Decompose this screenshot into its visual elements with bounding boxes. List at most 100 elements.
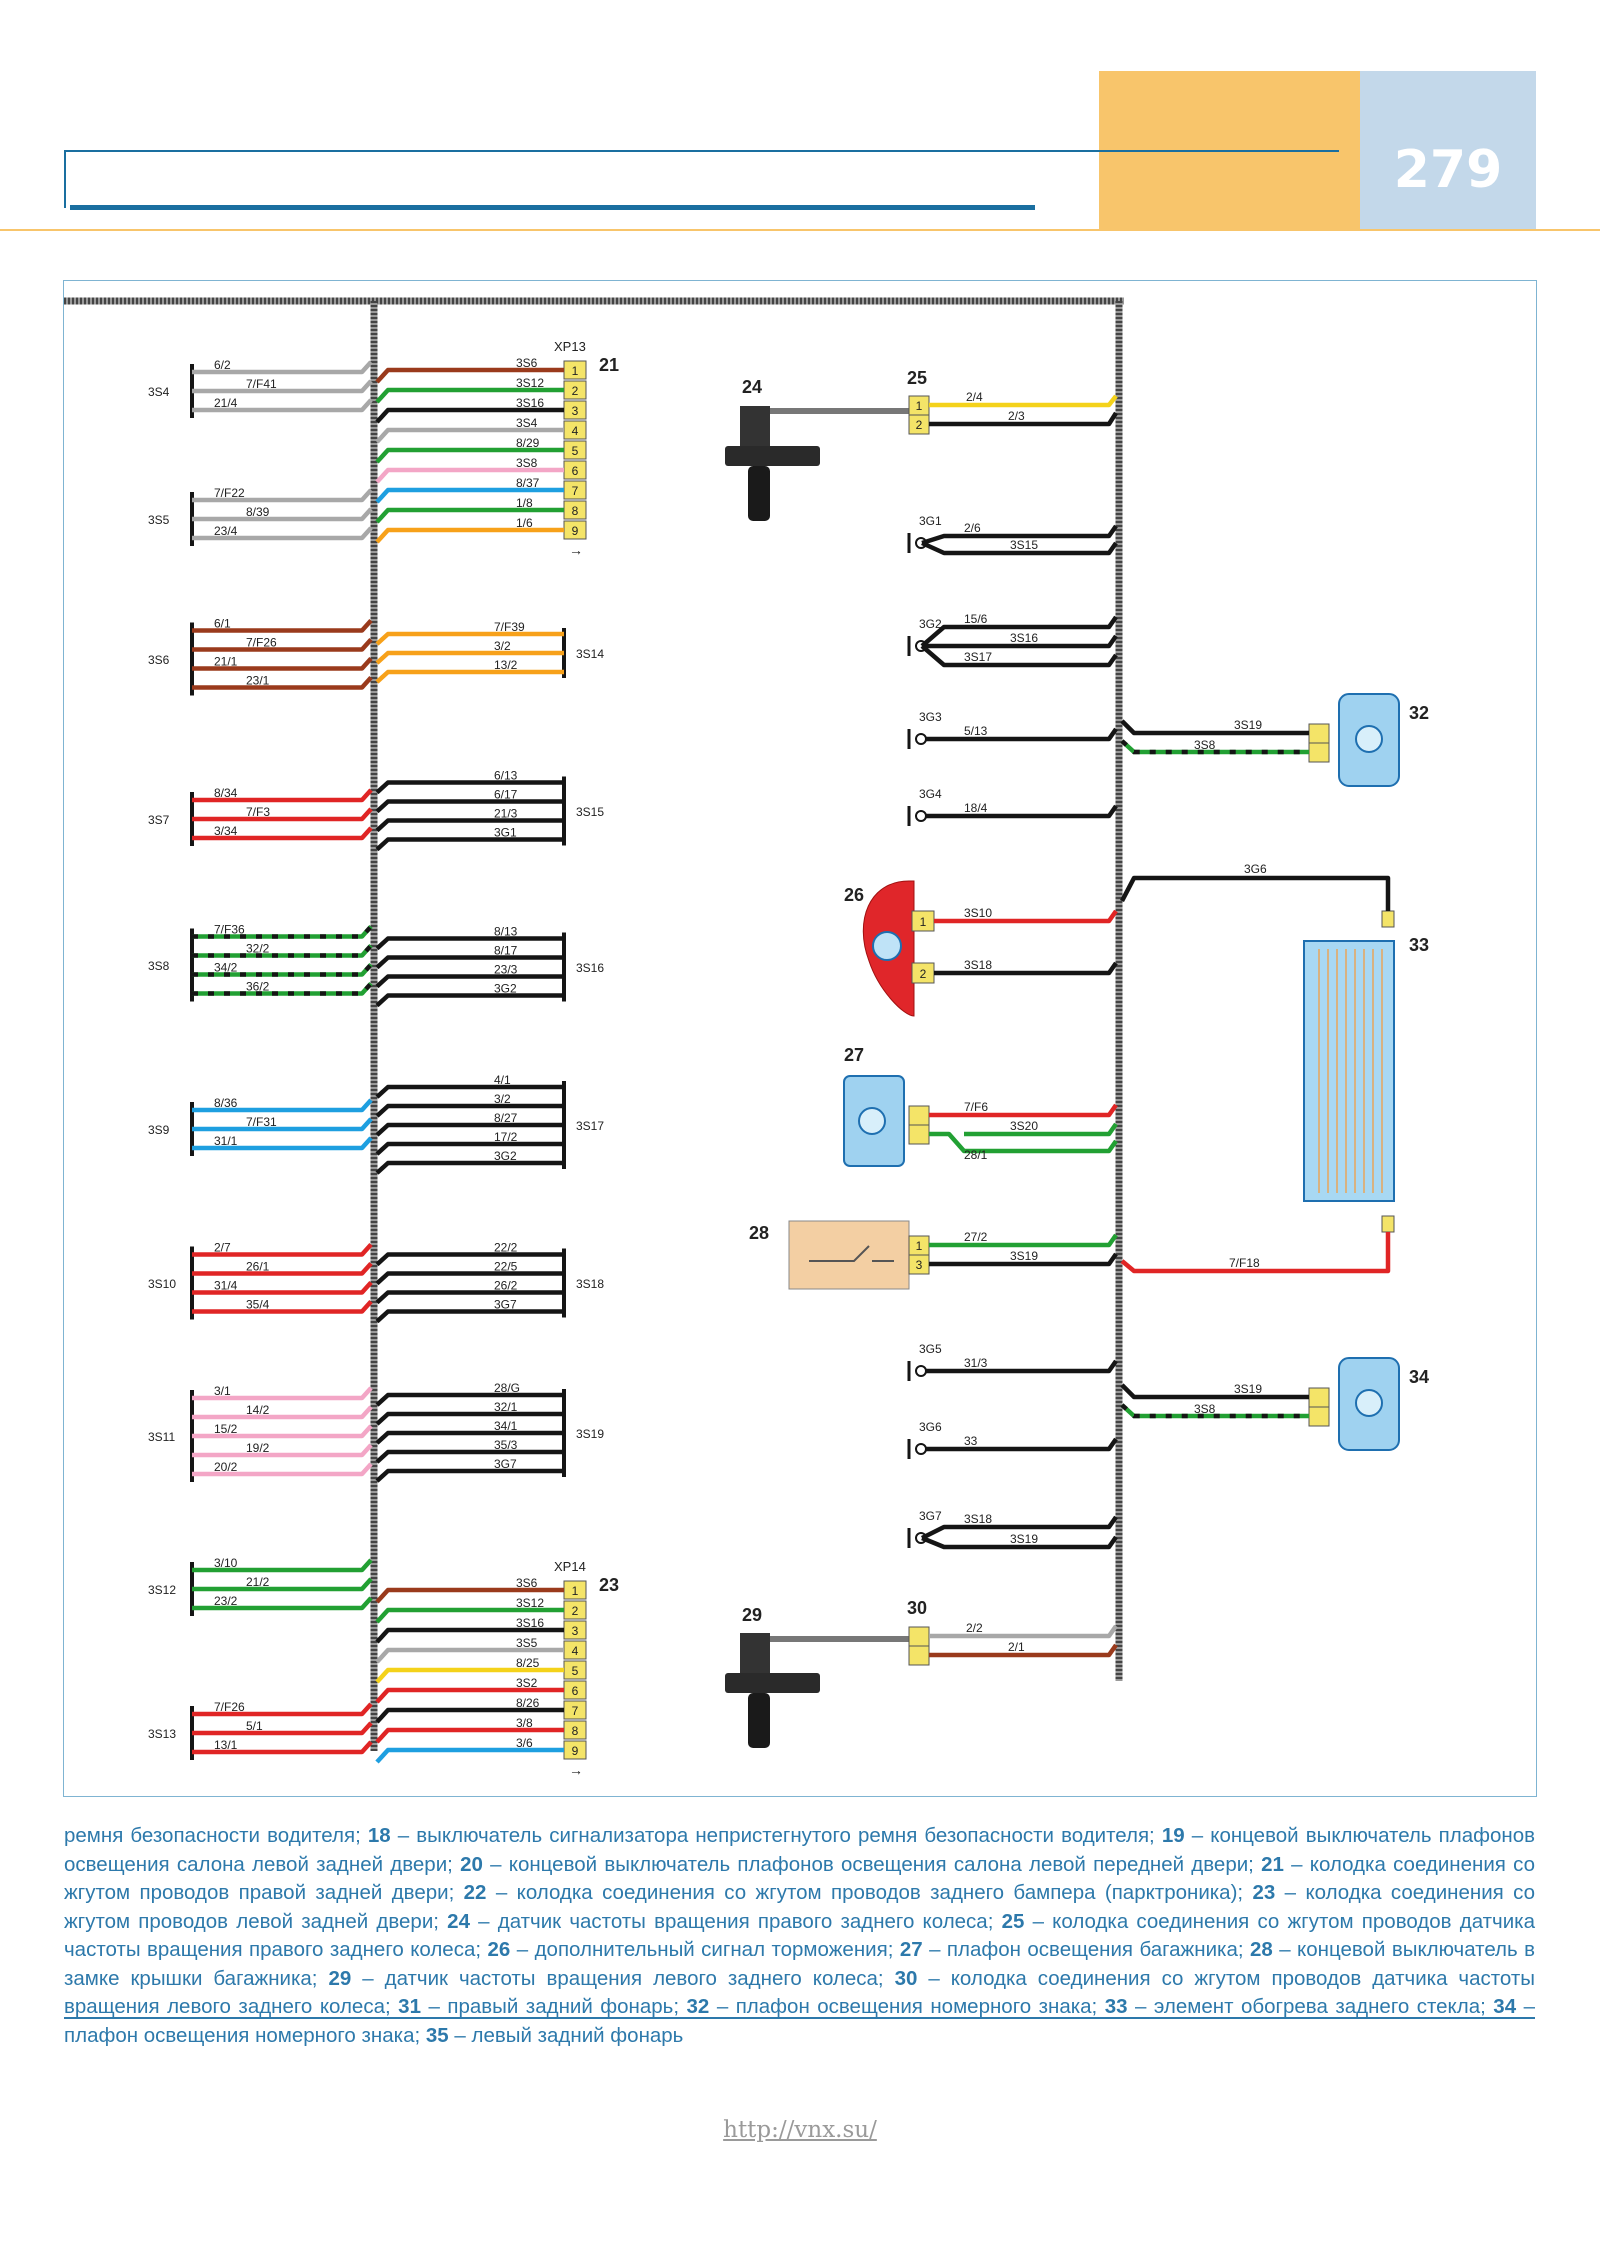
wire-label: 3/34	[214, 824, 238, 838]
header-rule-vertical	[64, 150, 66, 208]
caption-ref-number: 24	[447, 1909, 470, 1933]
connector-wire	[375, 1687, 564, 1704]
caption-ref-number: 33	[1104, 1995, 1128, 2018]
wire-label: 3/8	[516, 1716, 533, 1730]
wire-label: 8/13	[494, 925, 518, 939]
component-number: 26	[844, 885, 864, 905]
splice-wire	[192, 1443, 373, 1458]
speed-sensor-left-shaft	[748, 1693, 770, 1748]
wire-label: 3S4	[516, 416, 538, 430]
wire-label: 35/4	[246, 1298, 270, 1312]
splice-wire	[192, 1558, 373, 1573]
splice-wire	[192, 1721, 373, 1736]
wire	[934, 909, 1118, 924]
arrow-icon: →	[569, 542, 583, 558]
connector-wire	[375, 1587, 564, 1604]
splice-wire	[192, 526, 373, 541]
caption-ref-number: 29	[328, 1966, 352, 1990]
connector-wire	[375, 447, 564, 464]
splice-label: 3S8	[148, 959, 170, 973]
splice-label: 3S9	[148, 1123, 170, 1137]
pin-number: 7	[572, 1704, 579, 1718]
speed-sensor-left-flange	[725, 1673, 820, 1693]
splice-wire	[375, 799, 564, 814]
wire-label: 8/29	[516, 436, 540, 450]
caption-ref-number: 22	[463, 1881, 487, 1904]
connector-pin	[1381, 910, 1395, 928]
splice-label: 3S19	[576, 1427, 604, 1441]
caption-text: – колодка соединения со жгутом проводов …	[64, 1881, 1536, 1933]
connector-pin	[908, 1645, 930, 1666]
splice-label: 3S7	[148, 813, 170, 827]
splice-wire	[192, 379, 373, 394]
wire-label: 6/13	[494, 769, 518, 783]
connector-pin	[1308, 1387, 1330, 1408]
caption-ref-number: 30	[894, 1966, 918, 1990]
wire-label: 15/2	[214, 1422, 238, 1436]
pin-number: 5	[572, 444, 579, 458]
splice-wire	[375, 993, 564, 1008]
wire-label: 22/5	[494, 1260, 518, 1274]
wire-label: 23/3	[494, 963, 518, 977]
wire-label: 3/10	[214, 1556, 238, 1570]
switch-contact-icon	[809, 1245, 894, 1262]
connector-wire	[375, 1727, 564, 1744]
splice-label: 3S12	[148, 1583, 176, 1597]
wire-label: 3S8	[1194, 738, 1216, 752]
connector-wire	[375, 387, 564, 404]
wire-label: 1/8	[516, 496, 533, 510]
ground-label: 3G7	[919, 1509, 942, 1523]
ground-label: 3G1	[919, 514, 942, 528]
wire	[921, 1535, 1118, 1550]
caption-ref-number: 31	[398, 1995, 421, 2018]
connector-pin	[1381, 1215, 1395, 1233]
lamp-icon	[872, 931, 902, 961]
splice-wire	[375, 1309, 564, 1324]
wire	[929, 1624, 1118, 1639]
splice-wire	[375, 1103, 564, 1118]
splice-wire	[192, 1702, 373, 1717]
wire-label: 2/7	[214, 1241, 231, 1255]
wire-label: 13/1	[214, 1738, 238, 1752]
wire-label: 3S6	[516, 356, 538, 370]
wire-label: 3G7	[494, 1457, 517, 1471]
pin-number: 4	[572, 424, 579, 438]
lamp-icon	[1355, 1389, 1383, 1417]
wire	[929, 1233, 1118, 1248]
footer-url[interactable]: http://vnx.su/	[723, 2117, 877, 2143]
splice-wire	[375, 780, 564, 795]
pin-number: 1	[920, 915, 927, 929]
wire-label: 31/4	[214, 1279, 238, 1293]
figure-caption: ремня безопасности водителя; 18 – выключ…	[64, 1822, 1535, 2050]
connector-wire	[375, 487, 564, 504]
wire-label: 21/1	[214, 655, 238, 669]
caption-ref-number: 19	[1161, 1824, 1185, 1847]
pin-number: 2	[920, 967, 927, 981]
splice-wire	[192, 1261, 373, 1276]
caption-ref-number: 25	[1001, 1909, 1025, 1933]
caption-ref-number: 35	[425, 2023, 449, 2047]
wire-label: 22/2	[494, 1241, 518, 1255]
splice-wire	[375, 1392, 564, 1407]
wire-label: 26/1	[246, 1260, 270, 1274]
splice-wire	[192, 1299, 373, 1314]
connector-wire	[375, 367, 564, 384]
wire-label: 3S19	[1010, 1249, 1038, 1263]
caption-text: – колодка соединения со жгутом проводов …	[486, 1881, 1253, 1904]
component-number: 21	[599, 355, 619, 375]
caption-text: – дополнительный сигнал торможения;	[510, 1938, 900, 1961]
splice-wire	[375, 936, 564, 951]
splice-label: 3S17	[576, 1119, 604, 1133]
wire-label: 8/26	[516, 1696, 540, 1710]
header-rule-top	[64, 150, 1339, 152]
splice-wire	[375, 631, 564, 646]
pin-number: 5	[572, 1664, 579, 1678]
splice-wire	[375, 1290, 564, 1305]
connector-name: XP14	[554, 1559, 586, 1574]
wire-label: 14/2	[246, 1403, 270, 1417]
caption-text: – плафон освещения багажника;	[922, 1938, 1250, 1961]
connector-pin	[1308, 1406, 1330, 1427]
splice-wire	[375, 650, 564, 665]
connector-wire	[375, 1607, 564, 1624]
